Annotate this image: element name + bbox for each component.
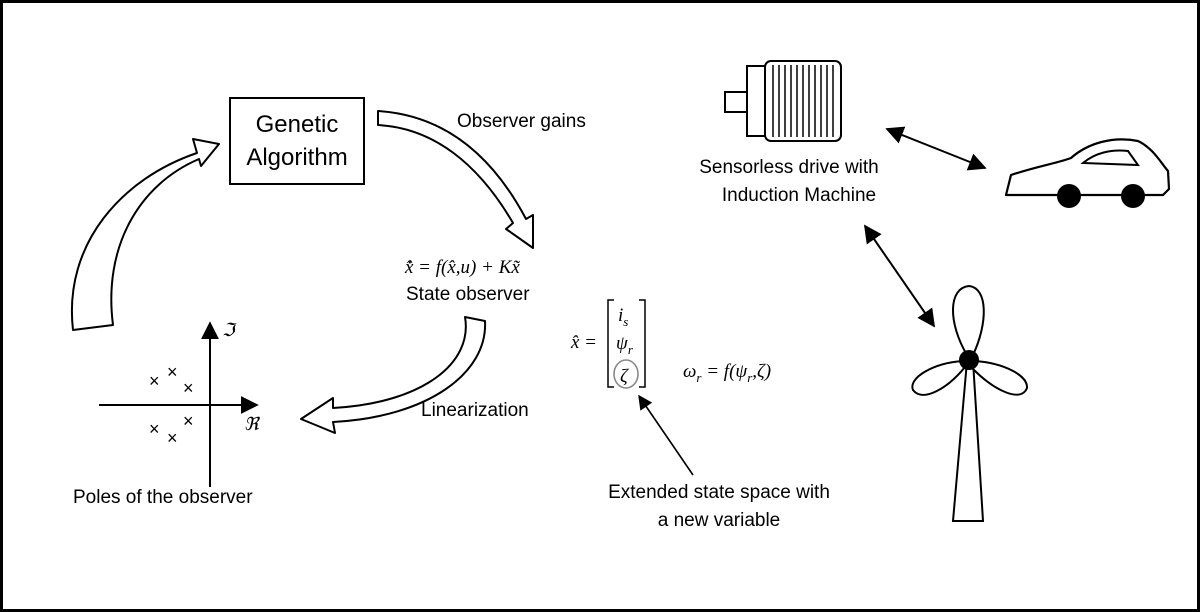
- car-icon: [1004, 138, 1171, 208]
- poles-caption: Poles of the observer: [73, 487, 253, 508]
- ga-label-line1: Genetic: [256, 111, 339, 138]
- curved-arrow-poles-to-ga: [70, 138, 220, 331]
- right-bracket: [639, 299, 646, 388]
- left-bracket: [607, 299, 614, 388]
- genetic-algorithm-box: Genetic Algorithm: [229, 97, 365, 185]
- sensorless-drive-line1: Sensorless drive with: [699, 157, 879, 178]
- imag-axis-label: ℑ: [222, 320, 238, 340]
- extended-state-pointer-arrow: [638, 394, 694, 476]
- curved-arrow-observer-to-poles: [300, 316, 487, 434]
- observer-equation: x̂̇ = f(x̂,u) + Kx̃: [404, 257, 521, 278]
- pole-plot: ℑ ℜ × × × × × ×: [99, 320, 261, 487]
- extended-state-line2: a new variable: [658, 510, 781, 531]
- diagram-canvas: Genetic Algorithm Observer gains State o…: [70, 60, 1171, 531]
- state-current: is: [618, 305, 628, 329]
- real-axis-label: ℜ: [244, 414, 261, 434]
- zeta-highlight-circle: [613, 359, 639, 389]
- pole-marker: ×: [149, 371, 160, 391]
- observer-gains-label: Observer gains: [457, 111, 586, 132]
- extended-state-line1: Extended state space with: [608, 482, 830, 503]
- state-vector-lhs: x̂ =: [570, 332, 597, 353]
- curved-arrow-ga-to-observer: [377, 110, 534, 249]
- motor-car-double-arrow: [885, 126, 987, 171]
- pole-marker: ×: [149, 419, 160, 439]
- state-zeta: ζ: [620, 366, 629, 387]
- wind-turbine-icon: [911, 284, 1029, 522]
- linearization-label: Linearization: [421, 400, 529, 421]
- pole-marker: ×: [167, 428, 178, 448]
- ga-label-line2: Algorithm: [246, 144, 347, 171]
- motor-turbine-double-arrow: [863, 224, 936, 328]
- pole-marker: ×: [183, 378, 194, 398]
- induction-motor-icon: [724, 60, 842, 142]
- state-vector: x̂ = is ψr ζ: [570, 299, 646, 389]
- sensorless-drive-line2: Induction Machine: [722, 185, 876, 206]
- pole-marker: ×: [167, 362, 178, 382]
- pole-marker: ×: [183, 411, 194, 431]
- omega-equation: ωr = f(ψr,ζ): [683, 361, 771, 385]
- state-observer-label: State observer: [406, 284, 530, 305]
- state-flux: ψr: [616, 333, 634, 357]
